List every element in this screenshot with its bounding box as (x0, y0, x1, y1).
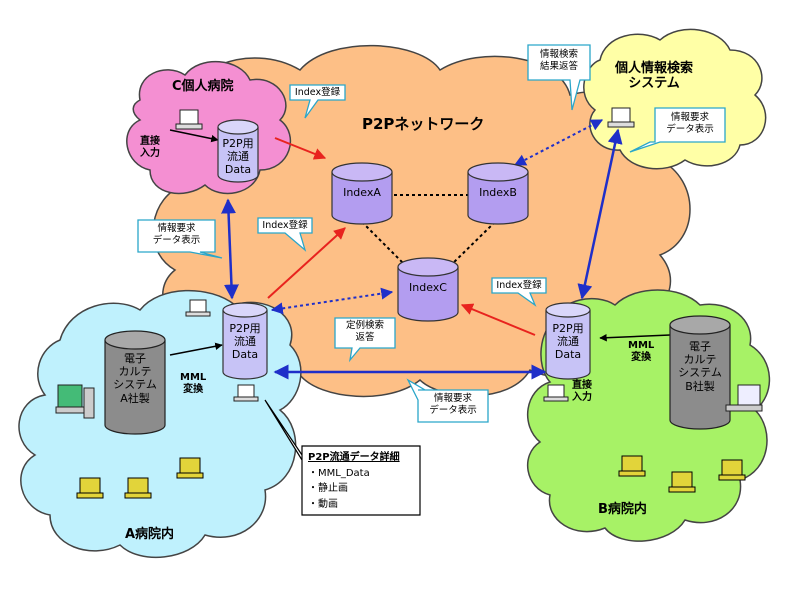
callout-index-reg-right (491, 277, 547, 307)
a-mml-label: MML 変換 (180, 372, 207, 395)
a-emr-cylinder (104, 330, 166, 435)
detail-box: P2P流通データ詳細 ・MML_Data ・静止画 ・動画 (308, 450, 400, 512)
search-system-name: 個人情報検索 システム (615, 61, 694, 91)
callout-index-reg-mid-text: Index登録 (262, 220, 308, 231)
a-store-cylinder (222, 302, 268, 380)
a-emr-label: 電子 カルテ システム A社製 (113, 352, 157, 405)
detail-item: ・静止画 (308, 483, 348, 494)
callout-info-req-bottom (406, 378, 489, 423)
callout-info-req-bottom-text: 情報要求 データ表示 (429, 393, 477, 416)
laptop-icons (76, 455, 746, 499)
index-c-label: IndexC (409, 281, 447, 294)
b-emr-label: 電子 カルテ システム B社製 (678, 340, 722, 393)
c-hospital-name: C個人病院 (172, 79, 234, 94)
callout-search-result-text: 情報検索 結果返答 (539, 49, 578, 72)
callout-index-reg-top (289, 84, 346, 119)
callout-protocol-reply (334, 317, 396, 363)
a-store-label: P2P用 流通 Data (229, 322, 261, 362)
b-store-cylinder (545, 302, 591, 380)
network-title: P2Pネットワーク (362, 115, 485, 133)
callout-info-req-left (137, 219, 223, 259)
index-c-cylinder (397, 257, 459, 322)
c-store-cylinder (217, 119, 259, 183)
callout-index-reg-right-text: Index登録 (496, 280, 542, 291)
index-a-label: IndexA (343, 186, 381, 199)
callout-search-request (629, 107, 726, 153)
index-b-label: IndexB (479, 186, 517, 199)
callout-protocol-reply-text: 定例検索 返答 (345, 320, 384, 343)
callout-info-req-left-text: 情報要求 データ表示 (152, 223, 201, 246)
a-hospital-name: A病院内 (125, 527, 175, 542)
c-direct-input: 直接 入力 (140, 136, 160, 159)
detail-item: ・MML_Data (308, 467, 370, 479)
b-direct-input: 直接 入力 (572, 380, 592, 403)
callout-search-result (527, 44, 591, 111)
c-store-label: P2P用 流通 Data (222, 137, 254, 177)
detail-box-frame (264, 399, 421, 516)
callout-search-request-text: 情報要求 データ表示 (666, 112, 714, 135)
search-system-cloud (583, 28, 767, 170)
callout-index-reg-top-text: Index登録 (294, 87, 341, 98)
index-a-cylinder (331, 162, 393, 225)
detail-item: ・動画 (308, 498, 338, 510)
detail-title: P2P流通データ詳細 (308, 452, 400, 463)
b-store-label: P2P用 流通 Data (552, 322, 584, 362)
callout-index-reg-mid (257, 217, 313, 252)
computer-icons (55, 107, 763, 419)
index-b-cylinder (467, 162, 529, 225)
b-mml-label: MML 変換 (628, 340, 655, 363)
b-emr-cylinder (669, 315, 731, 430)
b-hospital-name: B病院内 (598, 502, 647, 517)
